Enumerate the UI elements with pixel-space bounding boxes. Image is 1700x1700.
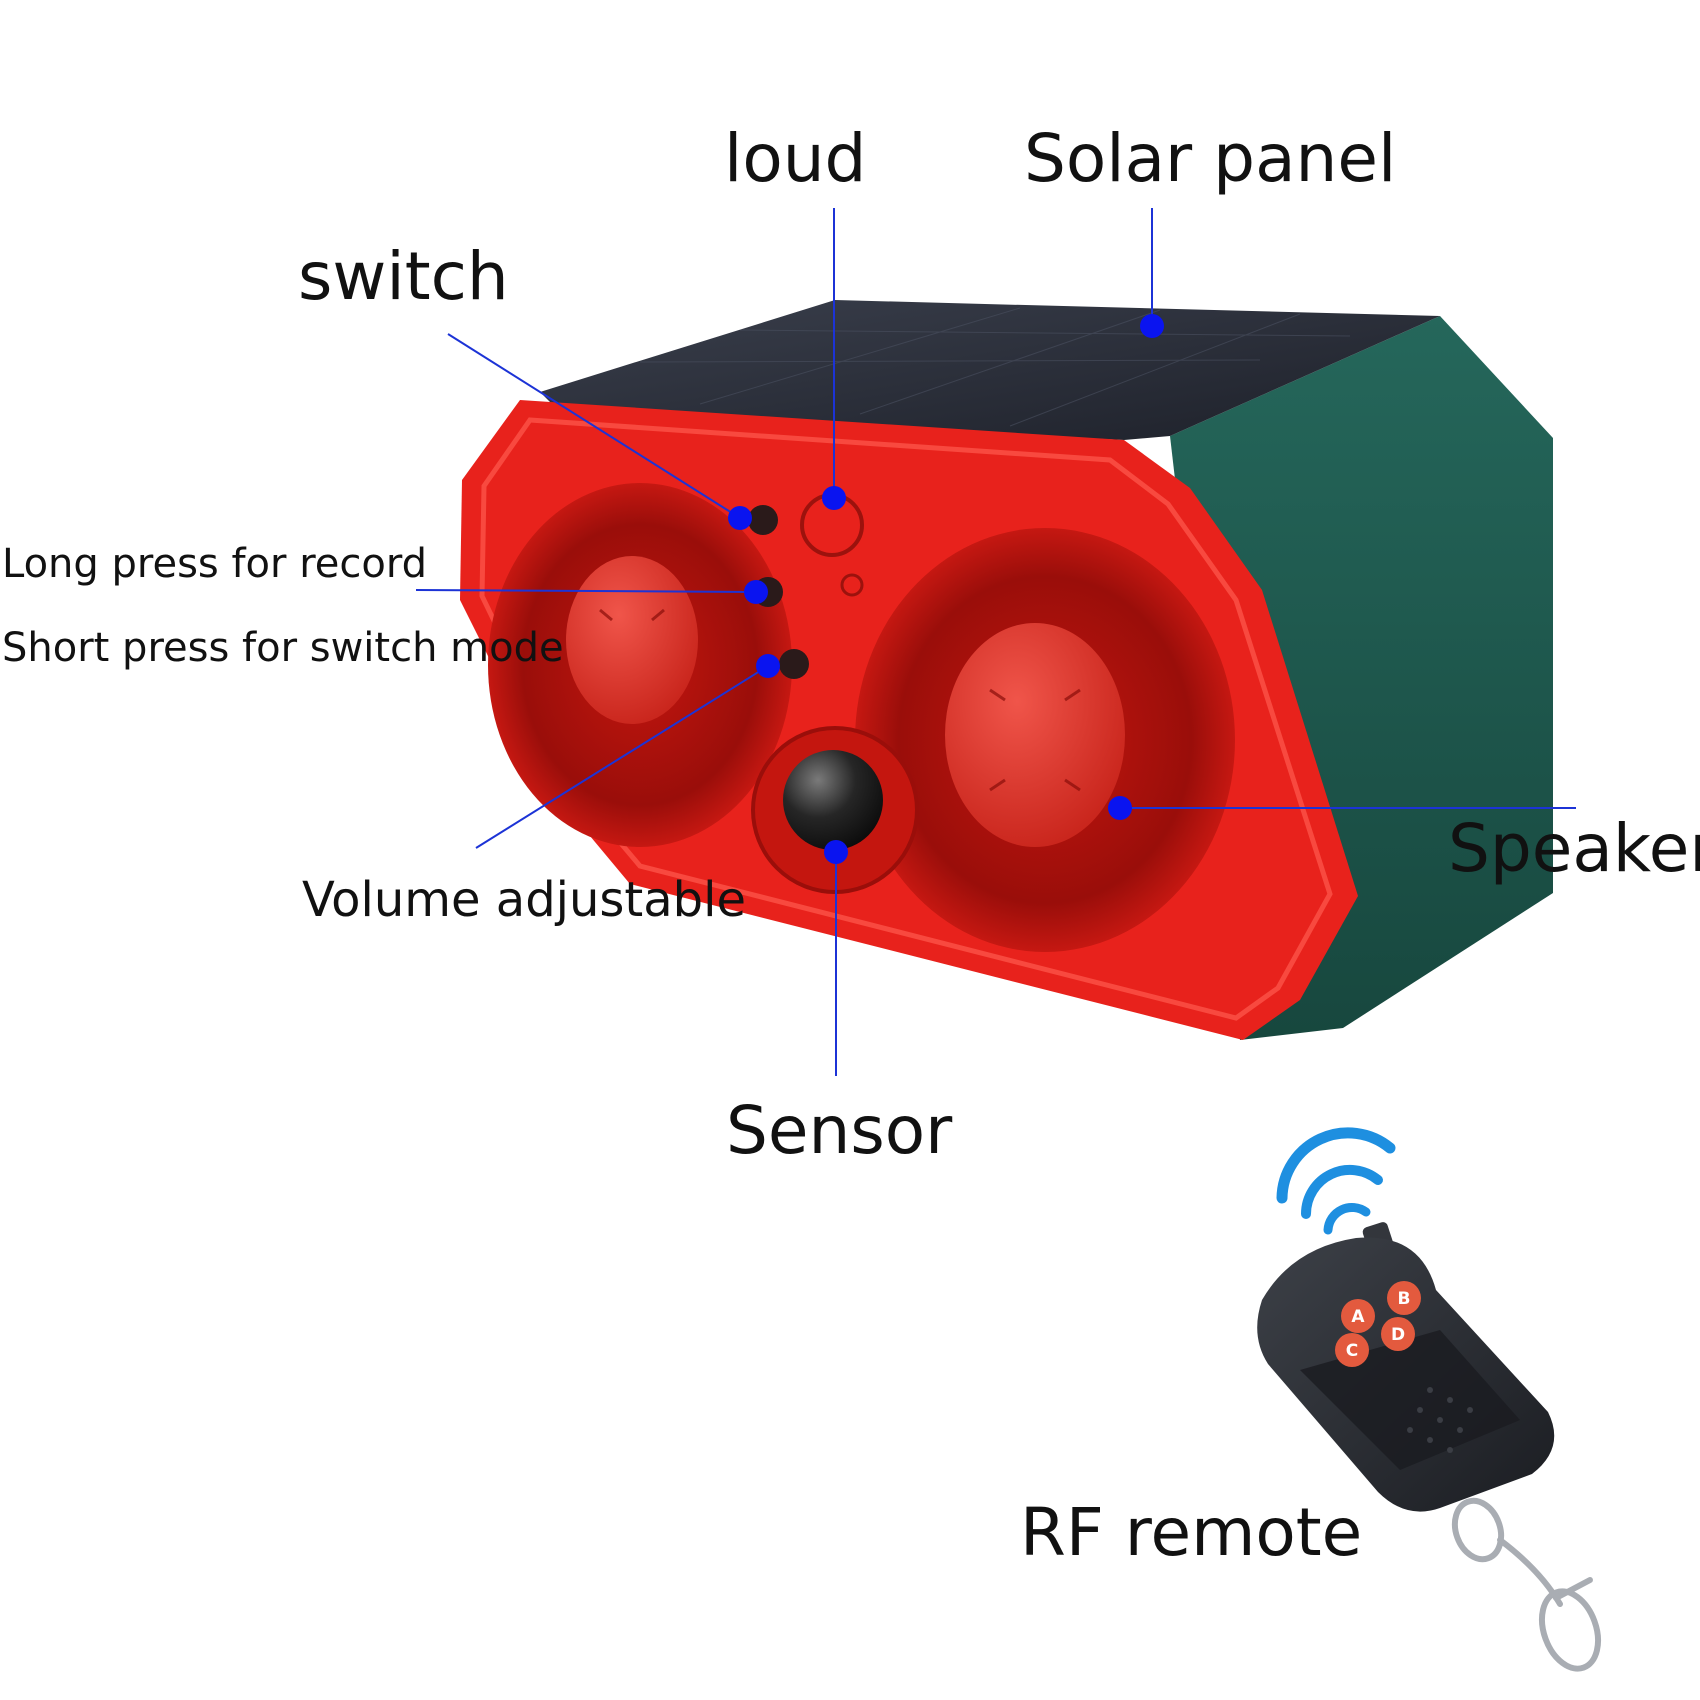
remote-grip-dots xyxy=(1407,1387,1473,1453)
right-speaker-cap xyxy=(945,623,1125,847)
remote-key-c: C xyxy=(1346,1341,1358,1361)
rf-remote-icon: A B C D xyxy=(1257,1222,1602,1672)
remote-key-a: A xyxy=(1351,1307,1365,1327)
label-sensor: Sensor xyxy=(726,1092,953,1169)
remote-button-b: B xyxy=(1387,1281,1421,1315)
volume-button xyxy=(779,649,809,679)
speaker-cap-marks xyxy=(599,608,1081,792)
remote-button-a: A xyxy=(1341,1299,1375,1333)
label-short-press: Short press for switch mode xyxy=(2,625,564,671)
solar-alarm-device xyxy=(460,300,1553,1040)
solar-panel-grid xyxy=(639,307,1351,427)
label-rf-remote: RF remote xyxy=(1020,1494,1363,1571)
label-switch: switch xyxy=(298,238,509,315)
callout-lines xyxy=(415,208,1576,1076)
record-callout-dot xyxy=(744,580,768,604)
remote-button-c: C xyxy=(1335,1333,1369,1367)
loud-callout-dot xyxy=(822,486,846,510)
switch-callout-dot xyxy=(728,506,752,530)
record-callout-line xyxy=(415,589,757,593)
remote-keychain xyxy=(1451,1497,1602,1672)
switch-button xyxy=(748,505,778,535)
callout-dots xyxy=(728,314,1164,864)
sensor-callout-dot xyxy=(824,840,848,864)
label-long-press: Long press for record xyxy=(2,541,427,587)
label-speaker: Speaker xyxy=(1448,810,1700,887)
speaker-callout-dot xyxy=(1108,796,1132,820)
volume-callout-line xyxy=(475,665,769,849)
switch-callout-line xyxy=(447,333,741,519)
pir-sensor xyxy=(783,750,883,850)
label-loud: loud xyxy=(724,120,867,197)
wifi-signal-icon xyxy=(1276,1127,1396,1235)
remote-button-d: D xyxy=(1381,1317,1415,1351)
remote-key-b: B xyxy=(1398,1289,1411,1309)
center-dot xyxy=(840,573,864,597)
device-front-rim xyxy=(479,417,1333,1021)
label-volume: Volume adjustable xyxy=(302,872,746,928)
volume-callout-dot xyxy=(756,654,780,678)
solar-callout-dot xyxy=(1140,314,1164,338)
label-solar-panel: Solar panel xyxy=(1024,120,1397,197)
left-speaker-cap xyxy=(566,556,698,724)
remote-key-d: D xyxy=(1391,1325,1405,1345)
